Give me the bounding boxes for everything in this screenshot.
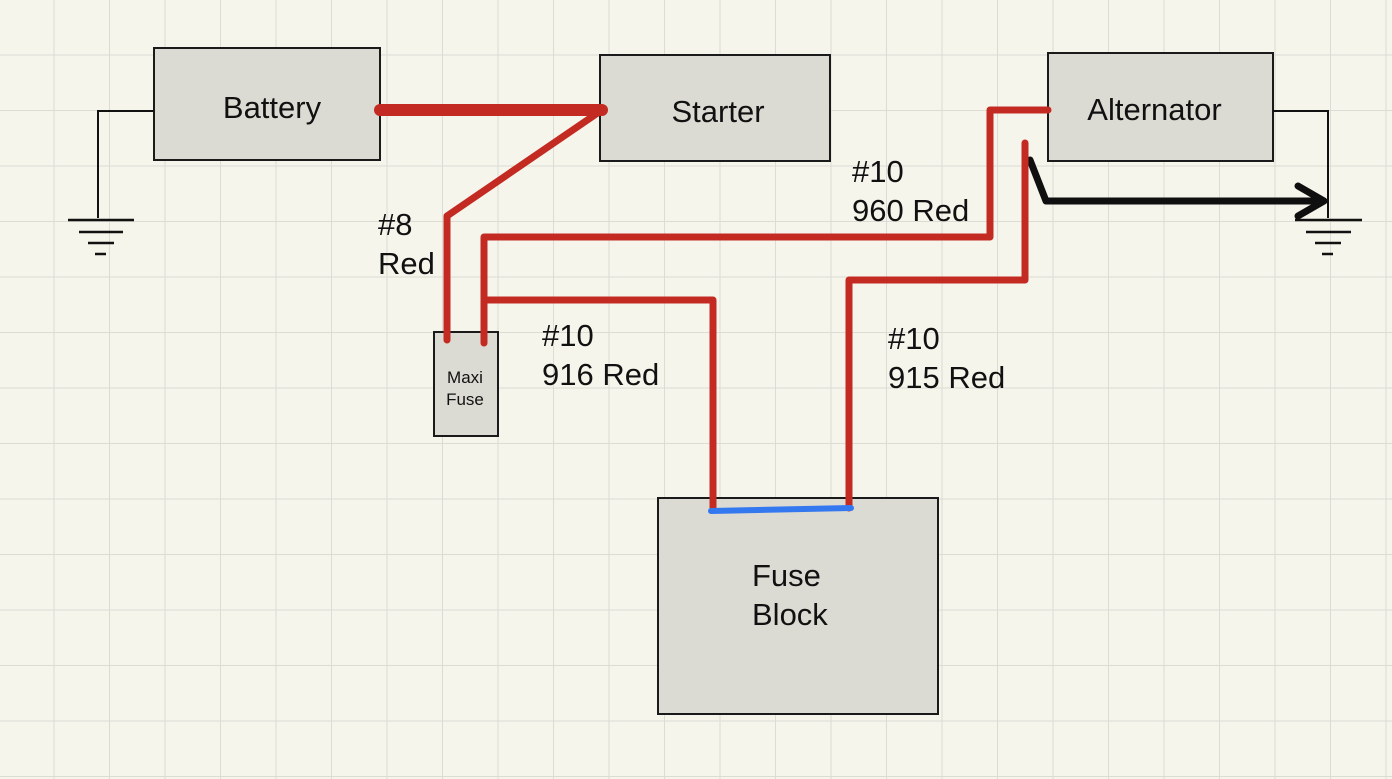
alternator-ground-icon [1295,218,1362,256]
wire-915-red [845,139,1029,512]
battery-ground-lead [97,110,154,218]
alternator-ground-lead [1273,110,1329,218]
starter-box[interactable] [599,54,831,162]
alternator-box[interactable] [1047,52,1274,162]
battery-label: Battery [222,90,322,125]
wire-916-red [480,296,717,514]
maxi-fuse-box[interactable] [433,331,499,437]
ground-wire-arrow [1026,156,1328,220]
battery-box[interactable] [153,47,381,161]
wire-8-red [443,106,606,344]
alternator-label: Alternator [1087,92,1222,127]
wire-915-label: #10 915 Red [888,321,1006,395]
wire-916-label: #10 916 Red [542,318,660,392]
fuse-block-bus-bar [708,505,854,514]
wire-960-label: #10 960 Red [852,154,970,228]
battery-ground-icon [68,218,134,256]
fuse-block-box[interactable] [657,497,939,715]
wire-8-label: #8 Red [378,207,435,281]
starter-label: Starter [671,94,765,129]
maxi-fuse-label: Maxi Fuse [446,368,484,409]
wire-960-red [480,106,1052,347]
fuse-block-label: Fuse Block [752,558,828,632]
